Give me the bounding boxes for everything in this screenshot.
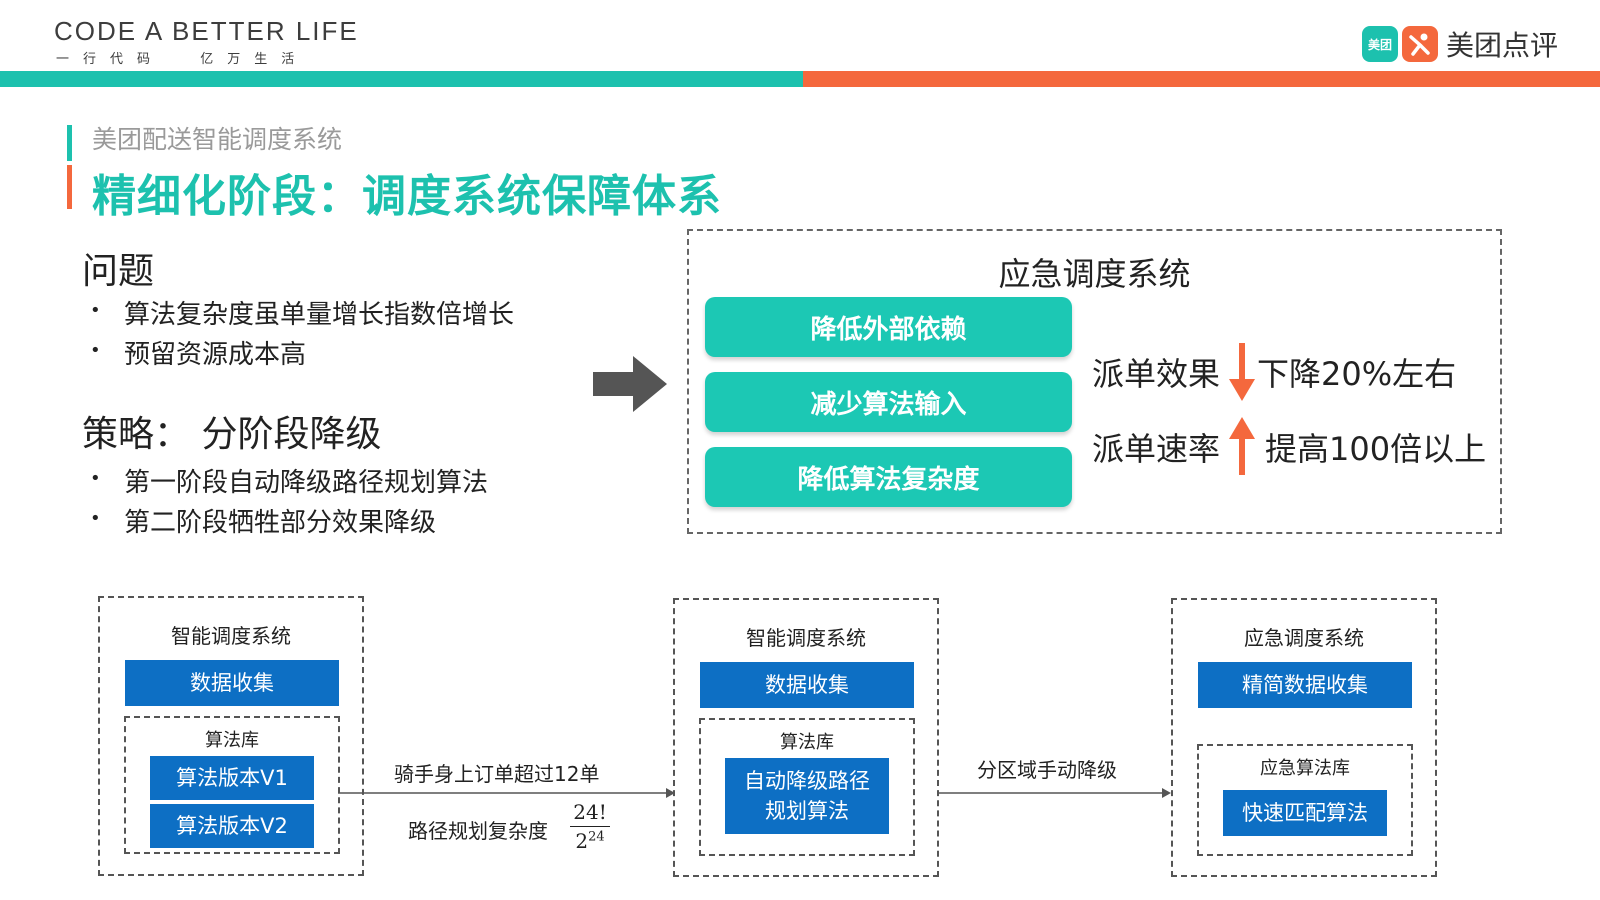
arrowhead-icon bbox=[1162, 788, 1171, 798]
reduce-algorithm-input-block: 减少算法输入 bbox=[705, 372, 1072, 432]
fraction-line bbox=[570, 826, 610, 827]
strategy-bullet: • 第二阶段牺牲部分效果降级 bbox=[90, 502, 436, 539]
logo-text: 美团点评 bbox=[1445, 29, 1558, 62]
denominator-base: 2 bbox=[575, 829, 589, 853]
bullet-text: 第二阶段牺牲部分效果降级 bbox=[124, 508, 437, 538]
metric-label-effect: 派单效果 bbox=[1092, 355, 1221, 393]
metric-change-speed: 提高100倍以上 bbox=[1265, 430, 1487, 468]
data-collection-bar: 数据收集 bbox=[700, 662, 914, 708]
header-bar-orange bbox=[803, 71, 1600, 87]
emergency-algorithm-library-box: 应急算法库 快速匹配算法 bbox=[1197, 744, 1413, 856]
bullet-text: 第一阶段自动降级路径规划算法 bbox=[124, 468, 489, 498]
problem-heading: 问题 bbox=[82, 251, 155, 292]
fraction-denominator: 224 bbox=[570, 829, 610, 853]
emergency-dispatch-box: 应急调度系统 精简数据收集 应急算法库 快速匹配算法 bbox=[1171, 598, 1437, 877]
library-title: 算法库 bbox=[205, 730, 259, 751]
smart-dispatch-box-1: 智能调度系统 数据收集 算法库 算法版本V1 算法版本V2 bbox=[98, 596, 364, 876]
metric-change-effect: 下降20%左右 bbox=[1257, 355, 1457, 393]
brand-slogan-en: CODE A BETTER LIFE bbox=[54, 16, 359, 46]
company-logo: 美团 美团点评 bbox=[1361, 24, 1558, 64]
bullet-dot-icon: • bbox=[90, 300, 101, 321]
brand-slogan-cn: 一行代码 亿万生活 bbox=[56, 52, 309, 67]
denominator-exponent: 24 bbox=[588, 829, 605, 845]
edge-label-manual-degrade: 分区域手动降级 bbox=[977, 758, 1117, 782]
box-title: 智能调度系统 bbox=[171, 624, 291, 648]
data-collection-bar: 数据收集 bbox=[125, 660, 339, 706]
bullet-dot-icon: • bbox=[90, 340, 101, 361]
box-title: 应急调度系统 bbox=[1244, 626, 1364, 650]
box-title: 智能调度系统 bbox=[746, 626, 866, 650]
lean-data-collection-bar: 精简数据收集 bbox=[1198, 662, 1412, 708]
slide-subtitle: 美团配送智能调度系统 bbox=[92, 125, 343, 154]
complexity-fraction: 24! 224 bbox=[570, 800, 610, 853]
logo-badge: 美团 bbox=[1361, 26, 1398, 62]
title-accent bbox=[67, 165, 72, 209]
header-bar-teal bbox=[0, 71, 803, 87]
strategy-heading: 策略： 分阶段降级 bbox=[82, 414, 382, 455]
slide-title: 精细化阶段：调度系统保障体系 bbox=[92, 171, 722, 222]
problem-bullet: • 算法复杂度虽单量增长指数倍增长 bbox=[90, 294, 514, 331]
bullet-dot-icon: • bbox=[90, 468, 101, 489]
algorithm-line-1: 自动降级路径 bbox=[744, 769, 870, 793]
auto-degrade-path-algorithm: 自动降级路径 规划算法 bbox=[725, 758, 889, 834]
bullet-text: 预留资源成本高 bbox=[124, 340, 307, 370]
algorithm-line-2: 规划算法 bbox=[765, 799, 849, 823]
algorithm-version-v1: 算法版本V1 bbox=[150, 756, 314, 800]
panel-title: 应急调度系统 bbox=[998, 255, 1191, 293]
edge-label-complexity: 路径规划复杂度 bbox=[408, 819, 548, 843]
subtitle-accent bbox=[67, 125, 72, 161]
arrow-up-icon bbox=[1229, 417, 1255, 475]
reduce-external-dependency-block: 降低外部依赖 bbox=[705, 297, 1072, 357]
fast-match-algorithm: 快速匹配算法 bbox=[1223, 790, 1387, 836]
library-title: 算法库 bbox=[780, 732, 834, 753]
algorithm-library-box: 算法库 算法版本V1 算法版本V2 bbox=[124, 716, 340, 854]
logo-person-icon bbox=[1401, 26, 1438, 62]
fraction-numerator: 24! bbox=[573, 800, 607, 824]
strategy-bullet: • 第一阶段自动降级路径规划算法 bbox=[90, 462, 488, 499]
person-glyph-icon bbox=[1409, 33, 1430, 56]
library-title: 应急算法库 bbox=[1260, 758, 1350, 779]
bullet-text: 算法复杂度虽单量增长指数倍增长 bbox=[124, 300, 515, 330]
problem-bullet: • 预留资源成本高 bbox=[90, 334, 306, 371]
algorithm-version-v2: 算法版本V2 bbox=[150, 804, 314, 848]
algorithm-library-box: 算法库 自动降级路径 规划算法 bbox=[699, 718, 915, 856]
bullet-dot-icon: • bbox=[90, 508, 101, 529]
emergency-system-panel: 应急调度系统 降低外部依赖 减少算法输入 降低算法复杂度 派单效果 下降20%左… bbox=[687, 229, 1502, 534]
arrowhead-icon bbox=[666, 788, 675, 798]
right-arrow-icon bbox=[593, 356, 667, 412]
metric-label-speed: 派单速率 bbox=[1092, 430, 1221, 468]
arrow-down-icon bbox=[1229, 343, 1255, 401]
reduce-algorithm-complexity-block: 降低算法复杂度 bbox=[705, 447, 1072, 507]
edge-label-orders: 骑手身上订单超过12单 bbox=[394, 762, 600, 786]
smart-dispatch-box-2: 智能调度系统 数据收集 算法库 自动降级路径 规划算法 bbox=[673, 598, 939, 877]
